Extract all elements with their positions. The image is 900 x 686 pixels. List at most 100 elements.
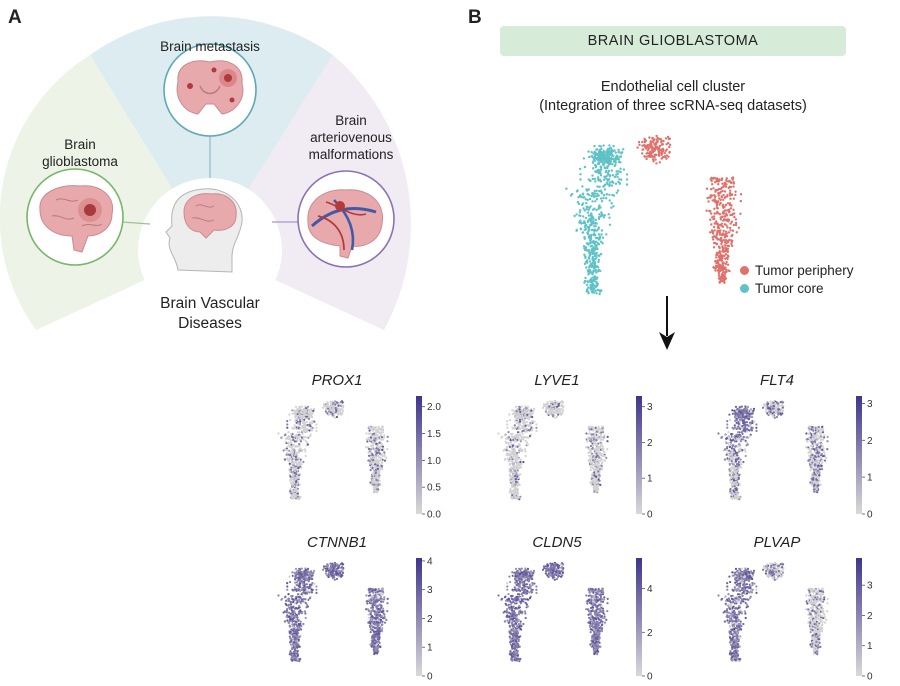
cell-point — [607, 149, 609, 151]
cell-point — [619, 168, 621, 170]
cell-point — [620, 179, 622, 181]
cell-point — [602, 439, 604, 441]
down-arrow-icon — [655, 296, 679, 352]
cell-point — [379, 480, 381, 482]
cell-point — [593, 265, 595, 267]
cell-point — [738, 477, 740, 479]
cell-point — [588, 214, 590, 216]
cell-point — [519, 461, 521, 463]
cell-point — [726, 177, 728, 179]
cell-point — [596, 229, 598, 231]
cell-point — [505, 438, 507, 440]
cell-point — [294, 472, 296, 474]
cell-point — [365, 446, 367, 448]
cell-point — [312, 427, 314, 429]
feature-umap — [702, 400, 852, 510]
cell-point — [372, 444, 374, 446]
cell-point — [511, 427, 513, 429]
cell-point — [611, 202, 613, 204]
cell-point — [598, 254, 600, 256]
cell-point — [587, 211, 589, 213]
cell-point — [729, 456, 731, 458]
cell-point — [755, 430, 757, 432]
cell-point — [315, 430, 317, 432]
cell-point — [591, 174, 593, 176]
cell-point — [383, 434, 385, 436]
cell-point — [306, 436, 308, 438]
cell-point — [728, 211, 730, 213]
cell-point — [722, 199, 724, 201]
cell-point — [597, 429, 599, 431]
cell-point — [315, 423, 317, 425]
cell-point — [529, 425, 531, 427]
cell-point — [619, 183, 621, 185]
cell-point — [506, 420, 508, 422]
cell-point — [718, 178, 720, 180]
cell-point — [601, 449, 603, 451]
cell-point — [732, 456, 734, 458]
cell-point — [717, 269, 719, 271]
cell-point — [610, 160, 612, 162]
cell-point — [734, 426, 736, 428]
cell-point — [731, 447, 733, 449]
cell-point — [600, 241, 602, 243]
cell-point — [623, 168, 625, 170]
cell-point — [517, 439, 519, 441]
cell-point — [378, 474, 380, 476]
cell-point — [592, 426, 594, 428]
cell-point — [303, 436, 305, 438]
cell-point — [770, 404, 772, 406]
cell-point — [603, 452, 605, 454]
cell-point — [298, 477, 300, 479]
cell-point — [738, 423, 740, 425]
head-silhouette-icon — [166, 189, 242, 272]
cell-point — [585, 446, 587, 448]
cell-point — [736, 231, 738, 233]
cell-point — [526, 436, 528, 438]
cell-point — [522, 461, 524, 463]
cell-point — [379, 484, 381, 486]
cell-point — [740, 193, 742, 195]
cell-point — [506, 454, 508, 456]
cell-point — [295, 467, 297, 469]
cell-point — [592, 444, 594, 446]
cell-point — [605, 233, 607, 235]
cell-point — [589, 242, 591, 244]
cell-point — [615, 174, 617, 176]
cell-point — [372, 472, 374, 474]
cell-point — [596, 222, 598, 224]
cell-point — [383, 436, 385, 438]
cell-point — [515, 467, 517, 469]
cell-point — [368, 437, 370, 439]
cell-point — [305, 425, 307, 427]
cell-point — [590, 469, 592, 471]
cell-point — [716, 212, 718, 214]
cell-point — [550, 404, 552, 406]
cell-point — [594, 463, 596, 465]
cell-point — [738, 451, 740, 453]
cell-point — [603, 436, 605, 438]
cell-point — [818, 442, 820, 444]
cell-point — [295, 406, 297, 408]
cell-point — [585, 432, 587, 434]
cell-point — [576, 190, 578, 192]
cell-point — [588, 455, 590, 457]
cell-point — [583, 157, 585, 159]
cell-point — [713, 242, 715, 244]
cell-point — [753, 421, 755, 423]
cell-point — [763, 403, 765, 405]
cell-point — [590, 454, 592, 456]
cell-point — [766, 401, 768, 403]
cell-point — [727, 254, 729, 256]
cell-point — [744, 414, 746, 416]
cell-point — [371, 448, 373, 450]
cell-point — [746, 421, 748, 423]
cell-point — [668, 151, 670, 153]
cell-point — [374, 463, 376, 465]
cell-point — [805, 446, 807, 448]
cell-point — [729, 194, 731, 196]
cell-point — [732, 181, 734, 183]
cell-point — [587, 269, 589, 271]
cell-point — [591, 284, 593, 286]
